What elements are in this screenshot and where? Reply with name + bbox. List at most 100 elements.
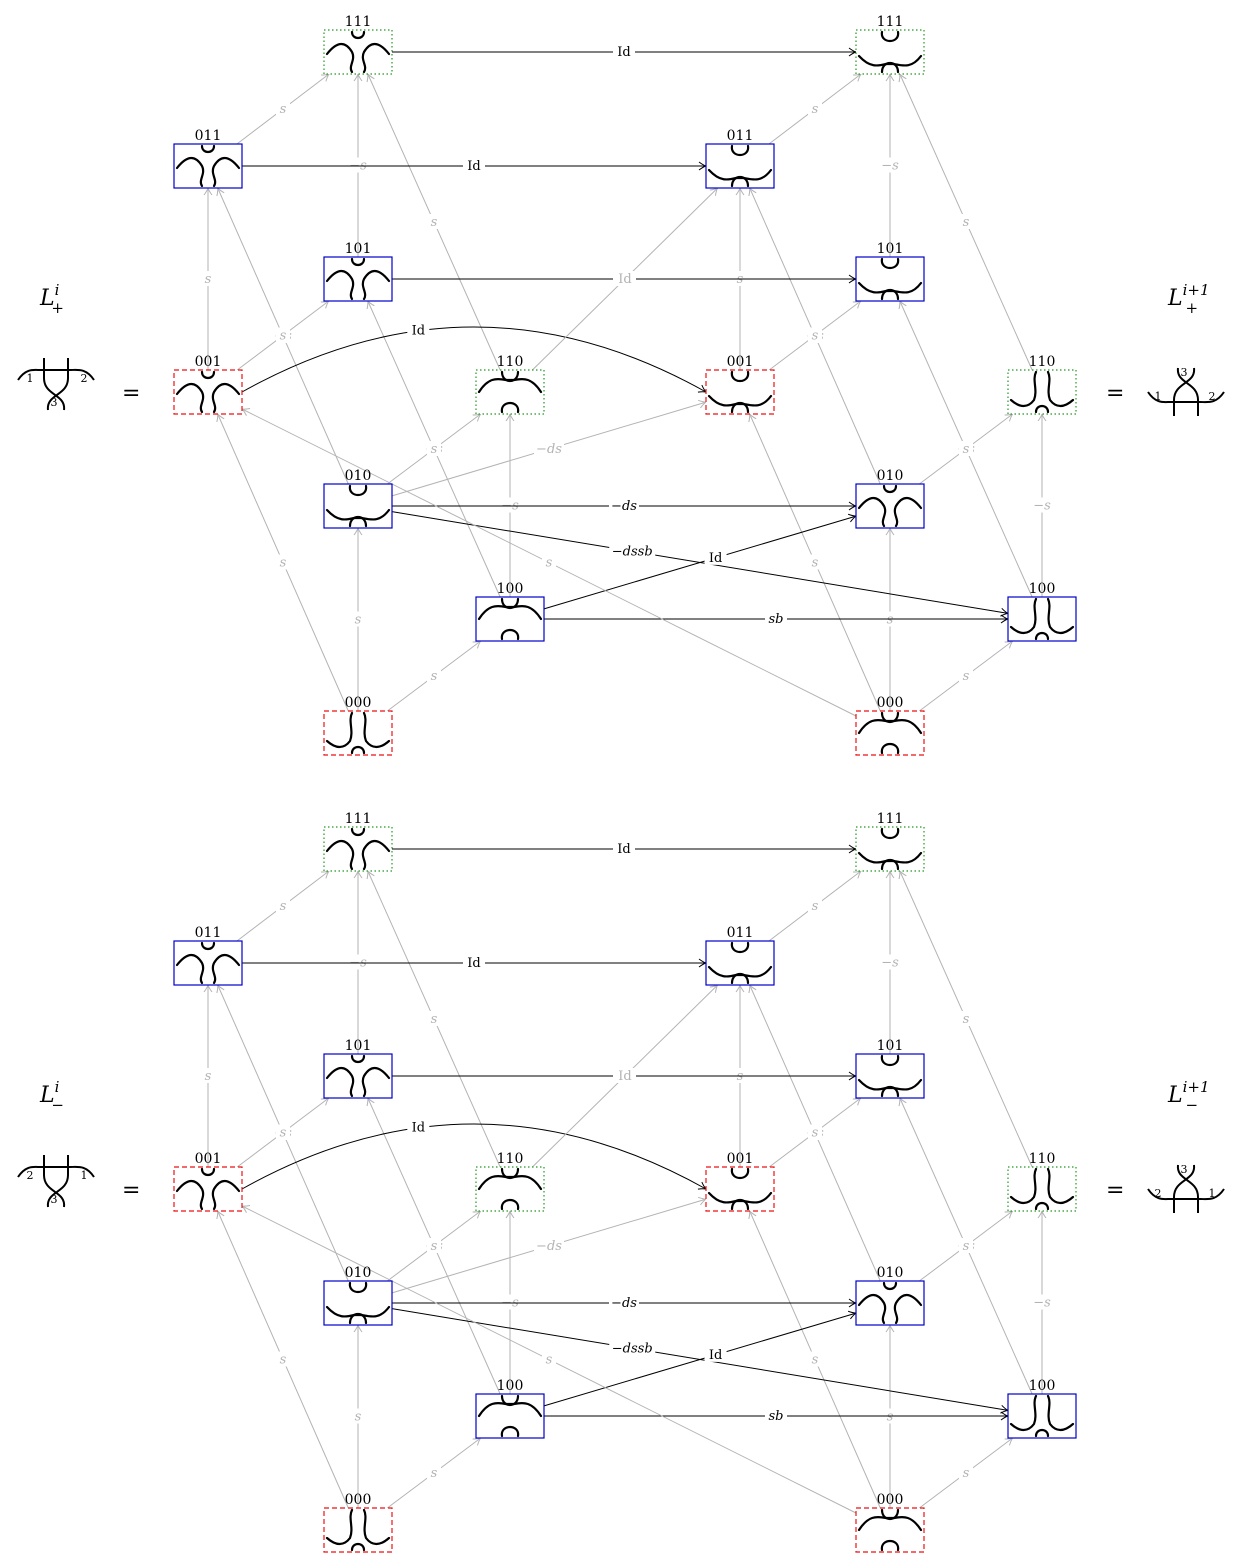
resolution-diagram-icon: [175, 941, 241, 985]
edge-label: s: [963, 1466, 970, 1481]
resolution-diagram-icon: [477, 1394, 543, 1438]
state-box-right-000: [855, 710, 925, 756]
edge-label: s: [280, 556, 287, 571]
state-box-left-000: [323, 710, 393, 756]
state-box-left-110: [475, 1166, 545, 1212]
edge-label: s: [963, 669, 970, 684]
state-box-right-010: [855, 1280, 925, 1326]
state-box-left-011: [173, 940, 243, 986]
right-title: Li+1+: [1167, 281, 1210, 317]
cube-edge: [543, 1310, 858, 1407]
equals-sign: =: [122, 1178, 140, 1203]
node-label: 010: [345, 468, 372, 484]
left-title: Li+: [39, 281, 64, 317]
edge-label: −dssb: [612, 544, 653, 559]
state-box-right-101: [855, 256, 925, 302]
strand-label: 2: [27, 1169, 34, 1182]
node-label: 000: [877, 1492, 904, 1508]
resolution-diagram-icon: [477, 370, 543, 414]
edge-label: −s: [881, 956, 899, 971]
node-label: 110: [497, 354, 524, 370]
state-box-right-000: [855, 1507, 925, 1553]
left-title: Li−: [39, 1078, 64, 1114]
edge-label: s: [280, 329, 287, 344]
state-box-right-110: [1007, 369, 1077, 415]
edge-label: s: [812, 329, 819, 344]
right-title: Li+1−: [1167, 1078, 1210, 1114]
edge-label: Id: [618, 272, 631, 287]
cube-edge: [241, 1123, 708, 1190]
edge-label: Id: [412, 1121, 425, 1136]
edge-label: s: [963, 1012, 970, 1027]
edge-label: −s: [1033, 1296, 1051, 1311]
strand-label: 3: [51, 1193, 58, 1206]
state-box-left-010: [323, 1280, 393, 1326]
resolution-diagram-icon: [707, 941, 773, 985]
node-label: 100: [497, 581, 524, 597]
edge-label: s: [546, 556, 553, 571]
node-label: 001: [195, 354, 222, 370]
tangle-icon: [1147, 1164, 1225, 1213]
strand-label: 2: [81, 372, 88, 385]
state-box-left-000: [323, 1507, 393, 1553]
node-label: 000: [345, 695, 372, 711]
edge-label: s: [280, 899, 287, 914]
state-box-left-001: [173, 1166, 243, 1212]
node-label: 100: [1029, 581, 1056, 597]
edge-label: s: [963, 215, 970, 230]
edge-label: sb: [769, 1409, 784, 1424]
edge-label: s: [431, 215, 438, 230]
node-label: 111: [345, 811, 372, 827]
resolution-diagram-icon: [857, 827, 923, 871]
equals-sign: =: [122, 381, 140, 406]
strand-label: 1: [81, 1169, 88, 1182]
strand-label: 3: [1181, 1163, 1188, 1176]
edge-label: s: [205, 272, 212, 287]
resolution-diagram-icon: [707, 144, 773, 188]
node-label: 010: [345, 1265, 372, 1281]
resolution-diagram-icon: [325, 1054, 391, 1098]
node-label: 110: [1029, 354, 1056, 370]
resolution-diagram-icon: [1009, 1394, 1075, 1438]
resolution-diagram-icon: [857, 711, 923, 755]
resolution-diagram-icon: [175, 144, 241, 188]
node-label: 001: [195, 1151, 222, 1167]
state-box-right-100: [1007, 596, 1077, 642]
resolution-diagram-icon: [707, 370, 773, 414]
resolution-diagram-icon: [1009, 1167, 1075, 1211]
node-label: 011: [195, 925, 222, 941]
edge-label: −dssb: [612, 1341, 653, 1356]
state-box-right-011: [705, 940, 775, 986]
state-box-right-100: [1007, 1393, 1077, 1439]
edge-label: −s: [1033, 499, 1051, 514]
equals-sign: =: [1106, 381, 1124, 406]
edge-label: s: [812, 1353, 819, 1368]
edge-label: s: [280, 1126, 287, 1141]
resolution-diagram-icon: [857, 1281, 923, 1325]
node-label: 011: [727, 925, 754, 941]
node-label: 101: [345, 241, 372, 257]
edge-label: s: [887, 1410, 894, 1425]
edge-label: −ds: [611, 1296, 637, 1311]
node-label: 111: [877, 14, 904, 30]
resolution-diagram-icon: [477, 597, 543, 641]
equals-sign: =: [1106, 1178, 1124, 1203]
tangle-icon: [1147, 367, 1225, 416]
edge-label: Id: [618, 1069, 631, 1084]
resolution-diagram-icon: [325, 484, 391, 528]
state-box-left-101: [323, 1053, 393, 1099]
resolution-diagram-icon: [325, 257, 391, 301]
strand-label: 2: [1155, 1187, 1162, 1200]
edge-label: Id: [467, 956, 480, 971]
resolution-diagram-icon: [325, 30, 391, 74]
node-label: 001: [727, 1151, 754, 1167]
edge-label: Id: [412, 324, 425, 339]
node-label: 100: [497, 1378, 524, 1394]
node-label: 111: [877, 811, 904, 827]
cube-edge: [241, 326, 708, 393]
edge-label: s: [887, 613, 894, 628]
strand-label: 3: [51, 396, 58, 409]
edge-label: −ds: [536, 442, 562, 457]
state-box-left-110: [475, 369, 545, 415]
